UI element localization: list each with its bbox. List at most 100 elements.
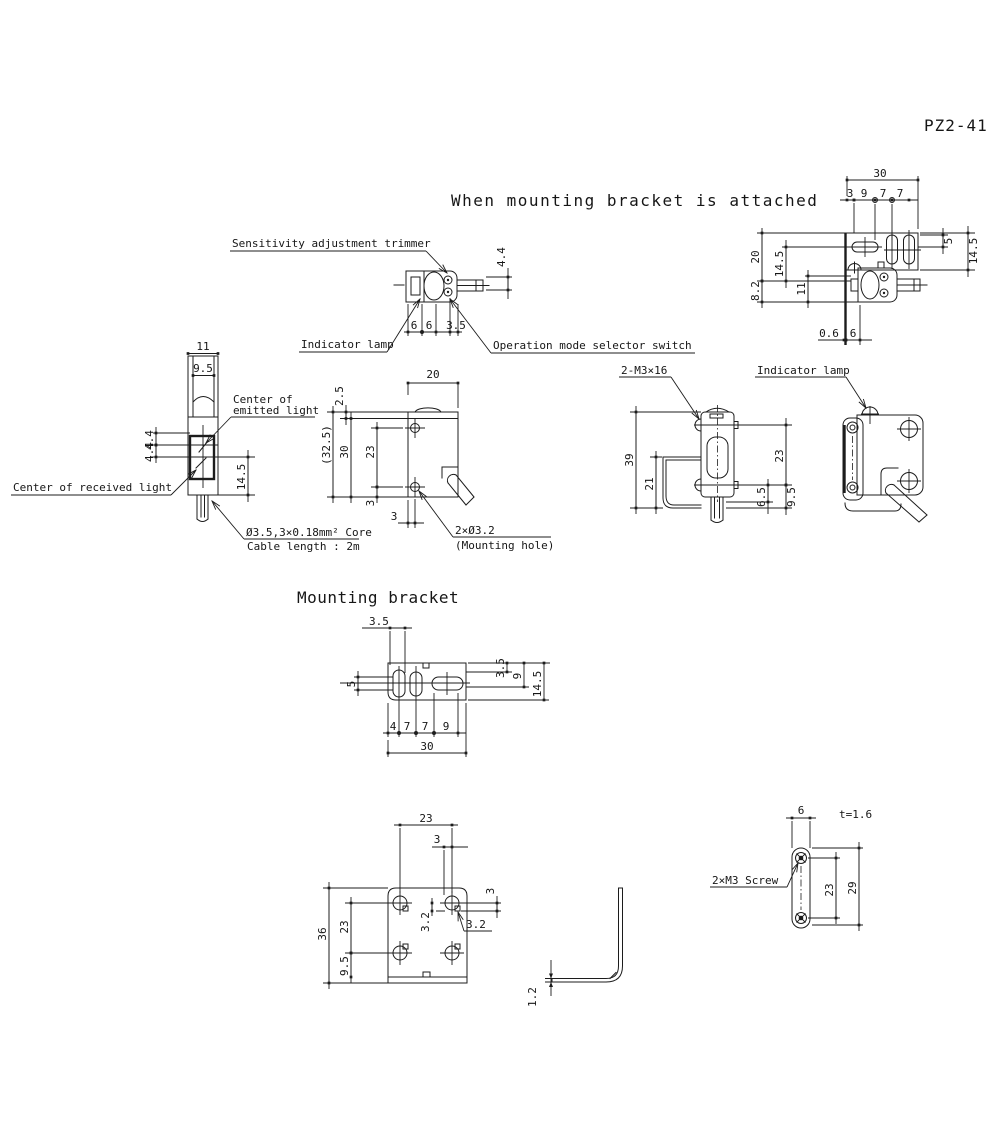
dim-bt-14-5: 14.5 <box>531 671 544 698</box>
dim-as-6-5: 6.5 <box>755 487 768 507</box>
dim-bt-7b: 7 <box>422 720 429 733</box>
callout-mount-hole-note: (Mounting hole) <box>455 539 554 552</box>
callout-indicator-lamp: Indicator lamp <box>301 338 394 351</box>
dim-side-23: 23 <box>364 445 377 458</box>
dim-side-2-5: 2.5 <box>333 386 346 406</box>
dim-att-3: 3 <box>847 187 854 200</box>
view-bracket-lside: 1.2 <box>526 887 623 1007</box>
callout-cable-length: Cable length : 2m <box>247 540 360 553</box>
dim-att-11: 11 <box>795 282 808 295</box>
dim-l-1-2: 1.2 <box>526 987 539 1007</box>
dim-bt-9: 9 <box>511 673 524 680</box>
dim-front-4-4a: 4.4 <box>143 430 156 450</box>
dim-top-6a: 6 <box>411 319 418 332</box>
dim-bf-9-5: 9.5 <box>338 956 351 976</box>
callout-mode-switch: Operation mode selector switch <box>493 339 692 352</box>
dim-side-3: 3 <box>364 500 377 507</box>
dim-front-14-5: 14.5 <box>235 464 248 491</box>
view-bracket-attached: 30 3 9 7 7 20 14.5 11 8.2 <box>749 167 980 345</box>
callout-indicator-lamp-rear: Indicator lamp <box>757 364 850 377</box>
callout-center-emitted-1: Center of <box>233 393 293 406</box>
callout-sensitivity-trimmer: Sensitivity adjustment trimmer <box>232 237 431 250</box>
dim-att-6: 6 <box>850 327 857 340</box>
dim-att-14-5-right: 14.5 <box>967 238 980 265</box>
sensor-rear-body <box>856 414 924 496</box>
callout-center-received: Center of received light <box>13 481 172 494</box>
sensor-side-body <box>407 411 459 498</box>
dim-be-6: 6 <box>798 804 805 817</box>
l-profile-outer <box>551 887 623 983</box>
dim-bt-7a: 7 <box>404 720 411 733</box>
dim-att-30: 30 <box>873 167 886 180</box>
view-sensor-front: 11 9.5 4.4 4.4 14.5 Center of emitted li… <box>11 340 372 553</box>
trimmer-barrel <box>423 271 445 301</box>
model-number: PZ2-41 <box>924 116 988 135</box>
cable-side <box>446 473 475 506</box>
sensor-front-outline <box>187 355 219 496</box>
heading-attached: When mounting bracket is attached <box>451 191 818 210</box>
bracket-top-outline <box>387 662 467 701</box>
callout-bracket-screws: 2-M3×16 <box>621 364 667 377</box>
dim-side-b3: 3 <box>391 510 398 523</box>
dim-as-39: 39 <box>623 453 636 466</box>
bracket-holes <box>388 891 464 965</box>
dim-side-30: 30 <box>338 445 351 458</box>
dim-as-23: 23 <box>773 449 786 462</box>
lens-window <box>188 434 216 481</box>
dim-side-20: 20 <box>426 368 439 381</box>
dim-bt-r3-5: 3.5 <box>494 658 507 678</box>
dim-top-6b: 6 <box>426 319 433 332</box>
dim-att-9: 9 <box>861 187 868 200</box>
cable-attached-side <box>710 496 724 523</box>
dim-att-8-2: 8.2 <box>749 281 762 301</box>
callout-cable-core: Ø3.5,3×0.18mm² Core <box>246 526 372 539</box>
view-bracket-end: 6 t=1.6 2×M3 Screw 23 29 <box>710 804 872 931</box>
note-thickness: t=1.6 <box>839 808 872 821</box>
dim-bt-3-5: 3.5 <box>369 615 389 628</box>
dim-front-4-4b: 4.4 <box>143 442 156 462</box>
cable-front <box>196 494 209 522</box>
view-bracket-top: 3.5 5 3.5 9 14.5 4 7 7 9 30 <box>340 615 550 757</box>
dim-bt-30: 30 <box>420 740 433 753</box>
dim-att-0-6: 0.6 <box>819 327 839 340</box>
callout-mount-hole-size: 2×Ø3.2 <box>455 524 495 537</box>
view-sensor-top: 4.4 6 6 3.5 Sensitivity adjustment trimm… <box>230 237 695 354</box>
dim-bf-3-2a: 3.2 <box>419 912 432 932</box>
callout-center-emitted-2: emitted light <box>233 404 319 417</box>
dim-as-21: 21 <box>643 477 656 490</box>
dim-att-20: 20 <box>749 250 762 263</box>
dim-bf-23: 23 <box>419 812 432 825</box>
dim-bf-l23: 23 <box>338 920 351 933</box>
callout-m3-screw: 2×M3 Screw <box>712 874 779 887</box>
view-attached-side: 2-M3×16 39 21 23 6.5 9.5 <box>619 364 798 523</box>
bracket-front-outline <box>387 887 468 984</box>
view-bracket-front: 23 3 36 23 9.5 3.2 3.2 3 <box>316 812 501 989</box>
dim-bf-r3: 3 <box>484 888 497 895</box>
view-sensor-side: 20 2.5 (32.5) 30 23 3 3 2×Ø3.2 (Mounting… <box>320 368 554 552</box>
dim-top-3-5: 3.5 <box>446 319 466 332</box>
dim-att-5: 5 <box>942 238 955 245</box>
cable-rear <box>884 483 928 523</box>
bracket-l-profile <box>662 456 702 509</box>
dim-front-9-5: 9.5 <box>193 362 213 375</box>
dim-bt-b9: 9 <box>443 720 450 733</box>
dim-bf-36: 36 <box>316 927 329 940</box>
dim-att-7a: 7 <box>880 187 887 200</box>
l-profile-inner <box>551 887 619 979</box>
dim-as-9-5: 9.5 <box>785 487 798 507</box>
dim-be-23: 23 <box>823 883 836 896</box>
indicator-window <box>410 276 421 296</box>
cable-top <box>457 279 490 292</box>
dim-bf-3-2b: 3.2 <box>466 918 486 931</box>
dim-be-29: 29 <box>846 881 859 894</box>
sensor-side-outline <box>857 267 898 303</box>
sensor-attached-side-body <box>700 411 735 498</box>
view-attached-rear: Indicator lamp <box>755 364 928 523</box>
dim-bt-5: 5 <box>345 681 358 688</box>
dim-att-14-5-left: 14.5 <box>773 251 786 278</box>
bracket-end-outline <box>791 847 811 929</box>
dim-front-11: 11 <box>196 340 209 353</box>
dim-bt-4: 4 <box>390 720 397 733</box>
